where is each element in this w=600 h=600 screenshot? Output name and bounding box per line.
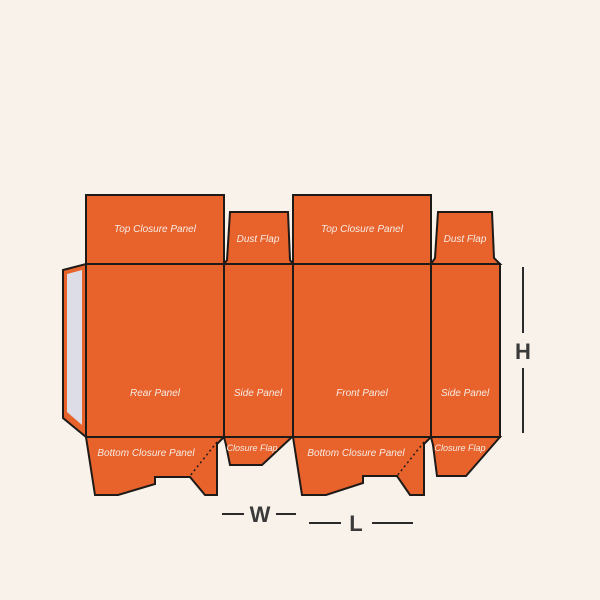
label-top-closure-1: Top Closure Panel bbox=[114, 224, 197, 235]
length-label: L bbox=[349, 511, 362, 536]
top-closure-panel-2 bbox=[292, 194, 432, 265]
closure-flap-1 bbox=[222, 436, 295, 466]
front-panel bbox=[292, 263, 432, 438]
side-panel-1 bbox=[223, 263, 294, 438]
label-rear-panel: Rear Panel bbox=[130, 388, 181, 399]
fold-line-2 bbox=[396, 441, 425, 477]
label-top-closure-2: Top Closure Panel bbox=[321, 224, 404, 235]
label-side-panel-2: Side Panel bbox=[441, 388, 490, 399]
label-bottom-closure-1: Bottom Closure Panel bbox=[97, 448, 195, 459]
closure-flap-2 bbox=[429, 436, 503, 477]
top-closure-panel-1 bbox=[85, 194, 225, 265]
label-dust-flap-1: Dust Flap bbox=[237, 234, 280, 245]
rear-panel bbox=[85, 263, 225, 438]
label-dust-flap-2: Dust Flap bbox=[444, 234, 487, 245]
bottom-closure-panel-1 bbox=[84, 436, 227, 496]
label-bottom-closure-2: Bottom Closure Panel bbox=[307, 448, 405, 459]
label-closure-flap-2: Closure Flap bbox=[434, 443, 485, 453]
label-side-panel-1: Side Panel bbox=[234, 388, 283, 399]
bottom-closure-panel-2 bbox=[291, 436, 434, 496]
width-label: W bbox=[250, 502, 271, 527]
fold-line-1 bbox=[189, 441, 218, 477]
side-panel-2 bbox=[430, 263, 501, 438]
height-label: H bbox=[515, 339, 531, 364]
label-closure-flap-1: Closure Flap bbox=[226, 443, 277, 453]
label-front-panel: Front Panel bbox=[336, 388, 388, 399]
glue-flap-inner bbox=[67, 270, 82, 425]
